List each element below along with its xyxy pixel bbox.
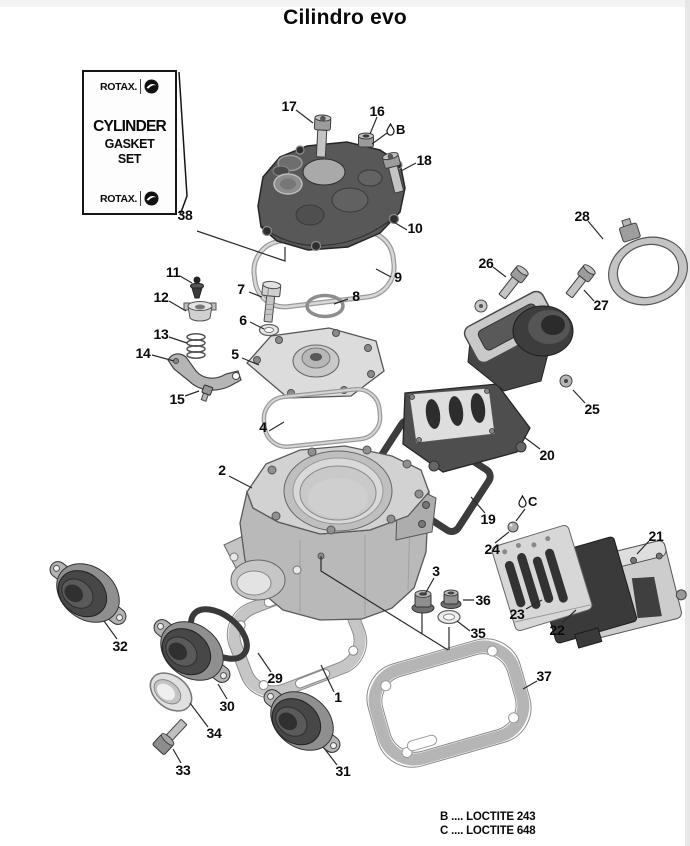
callout-22: 22	[549, 622, 565, 638]
part-12-cup	[183, 301, 217, 322]
callout-10: 10	[407, 220, 423, 236]
callout-19: 19	[480, 511, 496, 527]
callout-16: 16	[369, 103, 385, 119]
gasket-set-brand-top: ROTAX.	[100, 79, 159, 94]
part-15-screw	[200, 384, 214, 402]
part-28-hose-clamp	[608, 217, 688, 306]
part-5-dome-cover	[246, 327, 385, 399]
gasket-set-label: ROTAX. CYLINDER GASKET SET ROTAX.	[82, 70, 177, 215]
callout-18: 18	[416, 152, 432, 168]
page-top-edge	[0, 0, 690, 7]
part-23-reed-plate	[491, 524, 593, 632]
part-6-washer	[258, 323, 280, 337]
loctite-droplet-icon	[518, 495, 527, 508]
part-16-nut	[358, 132, 374, 148]
part-4-oring	[261, 387, 383, 449]
callout-36: 36	[475, 592, 491, 608]
legend-loctite-c: C .... LOCTITE 648	[440, 825, 536, 837]
part-2-cylinder	[223, 445, 437, 621]
callout-7: 7	[237, 281, 245, 297]
part-20-reed-valve	[402, 383, 531, 473]
callout-14: 14	[135, 345, 151, 361]
part-8-oring	[305, 293, 345, 319]
callout-37: 37	[536, 668, 552, 684]
leader-lines	[103, 109, 650, 766]
part-34-spacer-ring	[149, 672, 193, 712]
part-30-exhaust-flange	[153, 619, 231, 683]
gasket-set-line2: GASKET	[104, 136, 155, 151]
callout-21: 21	[648, 528, 664, 544]
callout-23: 23	[509, 606, 525, 622]
part-35-washer	[437, 609, 461, 625]
callout-1: 1	[334, 689, 342, 705]
gasket-set-brand-bottom: ROTAX.	[100, 191, 159, 206]
part-24-ball	[507, 521, 519, 533]
callout-31: 31	[335, 763, 351, 779]
part-13-spring	[186, 333, 206, 359]
adhesive-mark-c: C	[518, 494, 537, 509]
part-10-cylinder-head	[257, 141, 406, 252]
callout-3: 3	[432, 563, 440, 579]
adhesive-mark-b: B	[386, 122, 405, 137]
part-37-base-gasket	[366, 638, 532, 768]
brand-divider	[140, 79, 142, 94]
callout-24: 24	[484, 541, 500, 557]
callout-33: 33	[175, 762, 191, 778]
callout-13: 13	[153, 326, 169, 342]
callout-20: 20	[539, 447, 555, 463]
brp-logo-icon	[144, 191, 159, 206]
part-31-exhaust-flange	[263, 689, 341, 753]
callout-9: 9	[394, 269, 402, 285]
callout-2: 2	[218, 462, 226, 478]
callout-27: 27	[593, 297, 609, 313]
callout-15: 15	[169, 391, 185, 407]
page-right-edge	[685, 0, 690, 846]
brand-divider	[140, 191, 142, 206]
adhesive-letter-b: B	[396, 122, 406, 137]
rotax-wordmark: ROTAX.	[99, 80, 138, 93]
part-17-bolt	[313, 114, 332, 158]
part-32-exhaust-flange	[49, 561, 127, 625]
part-26-bolt	[498, 265, 529, 300]
gasket-set-title: CYLINDER GASKET SET	[93, 118, 167, 167]
part-3-flange-nut	[411, 590, 435, 614]
gasket-set-line3: SET	[117, 151, 142, 166]
callout-32: 32	[112, 638, 128, 654]
callout-38: 38	[177, 207, 193, 223]
part-18-bolt	[381, 152, 404, 194]
part-25-intake-manifold	[463, 290, 574, 392]
rotax-wordmark: ROTAX.	[99, 192, 138, 205]
callout-25: 25	[584, 401, 600, 417]
callout-12: 12	[153, 289, 169, 305]
loctite-droplet-icon	[386, 123, 395, 136]
callout-35: 35	[470, 625, 486, 641]
legend-loctite-b: B .... LOCTITE 243	[440, 811, 536, 823]
callout-8: 8	[352, 288, 360, 304]
gasket-set-label-flap	[178, 71, 188, 216]
callout-4: 4	[259, 419, 267, 435]
loctite-legend: B .... LOCTITE 243 C .... LOCTITE 648	[440, 810, 536, 838]
callout-30: 30	[219, 698, 235, 714]
gasket-set-line1: CYLINDER	[93, 118, 167, 136]
part-36-nut	[440, 589, 462, 609]
page-title: Cilindro evo	[283, 6, 407, 29]
callout-5: 5	[231, 346, 239, 362]
callout-28: 28	[574, 208, 590, 224]
part-27-bolt	[565, 264, 596, 299]
part-33-bolt	[152, 719, 188, 755]
callout-29: 29	[267, 670, 283, 686]
adhesive-letter-c: C	[528, 494, 538, 509]
callout-17: 17	[281, 98, 297, 114]
callout-11: 11	[165, 264, 181, 280]
part-7-bolt	[261, 280, 282, 323]
callout-26: 26	[478, 255, 494, 271]
brp-logo-icon	[144, 79, 159, 94]
callout-6: 6	[239, 312, 247, 328]
callout-34: 34	[206, 725, 222, 741]
part-11-valve	[190, 276, 204, 299]
